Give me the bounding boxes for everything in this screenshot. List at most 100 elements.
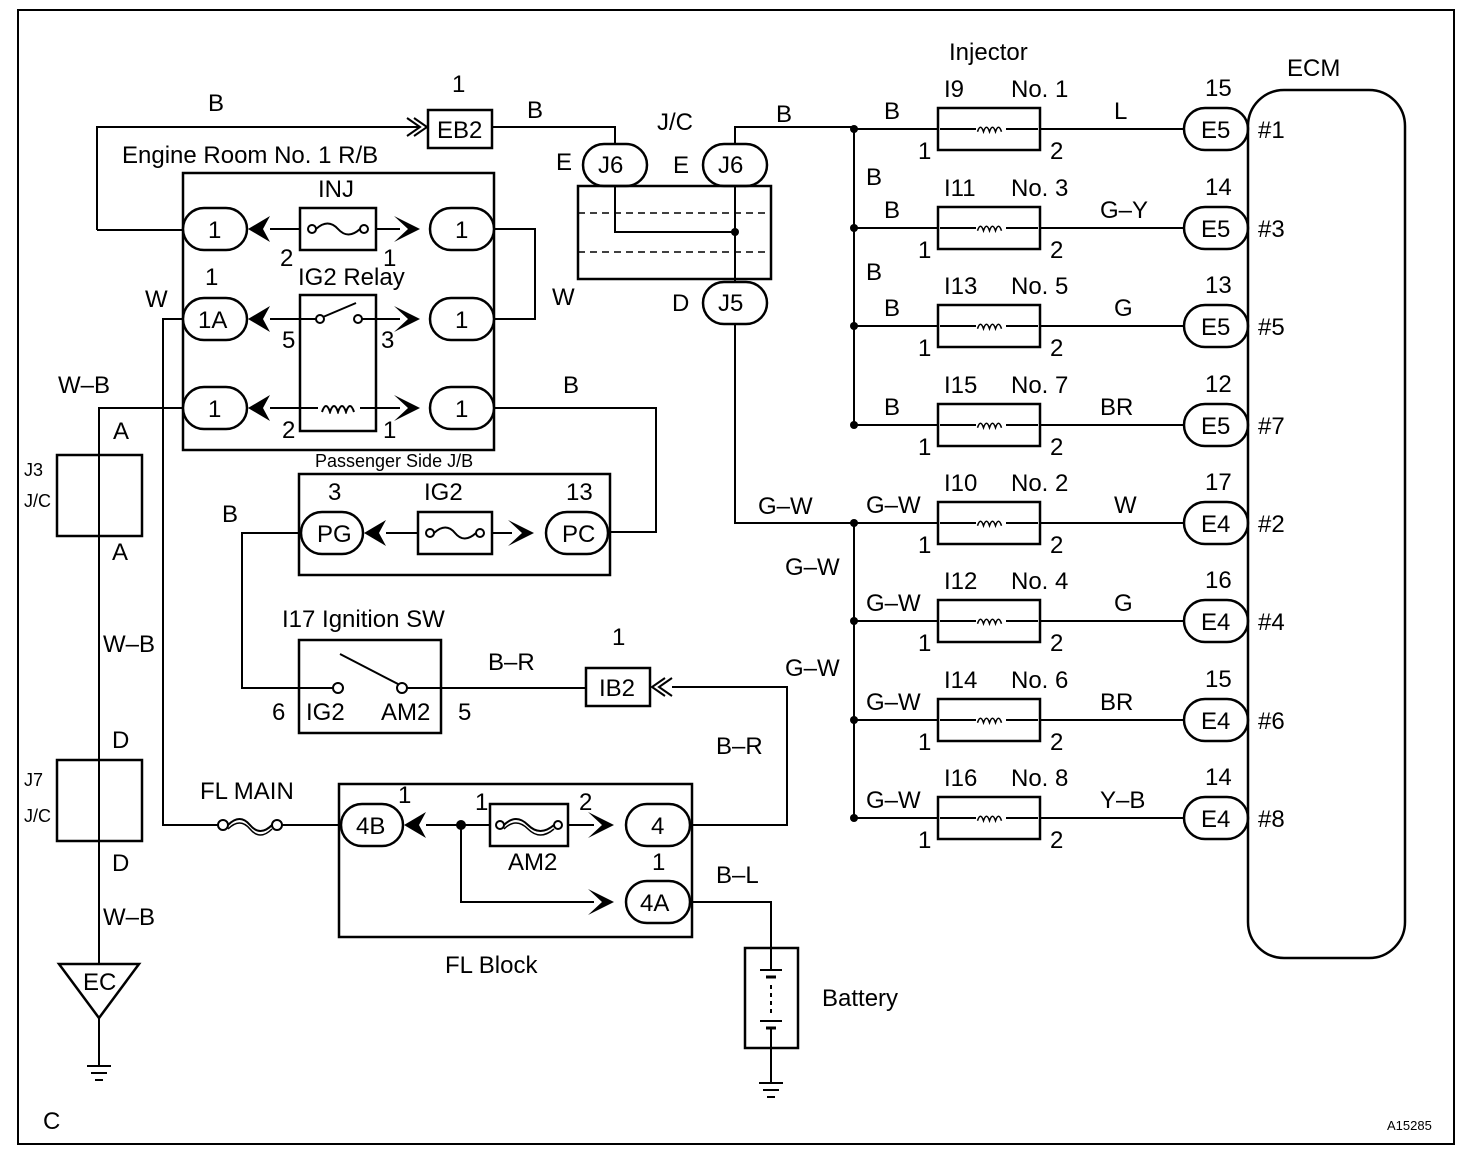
injector-label: Injector	[949, 39, 1028, 66]
ib2-connector	[584, 666, 652, 708]
injector-output-wire-color: G	[1114, 295, 1133, 322]
injector-pin-2: 2	[1050, 827, 1063, 854]
injector-number: No. 2	[1011, 470, 1068, 497]
injector-number: No. 5	[1011, 273, 1068, 300]
wire-color-b: B	[222, 501, 238, 528]
injector-row-cyl-3: B I11 No. 3 1 2 G–Y 14 E5 #3	[850, 174, 1285, 264]
injector-connector-id: I15	[944, 372, 977, 399]
wire-color-b: B	[563, 372, 579, 399]
ecm-box	[1246, 88, 1407, 960]
injector-number: No. 8	[1011, 765, 1068, 792]
wire-color-w-b: W–B	[103, 631, 155, 658]
injector-pin-1: 1	[918, 729, 931, 756]
rb-conn-left-1-label: 1	[208, 217, 221, 244]
fb-conn-4-label: 4	[651, 813, 664, 840]
injector-connector-id: I14	[944, 667, 977, 694]
injector-row-cyl-2: G–W I10 No. 2 1 2 W 17 E4 #2	[850, 469, 1285, 559]
eb2-label: EB2	[437, 117, 482, 144]
jc-box	[576, 184, 773, 281]
am2-pin-2: 2	[579, 789, 592, 816]
corner-label: C	[43, 1108, 60, 1135]
ecm-pin-number: 15	[1205, 75, 1232, 102]
injector-row-cyl-7: B I15 No. 7 1 2 BR 12 E5 #7	[850, 371, 1285, 461]
injector-pin-1: 1	[918, 532, 931, 559]
wire-color-b: B	[208, 90, 224, 117]
fb-conn-4b	[339, 802, 405, 848]
ig2-fuse-label: IG2	[424, 479, 463, 506]
wire-color-b-r: B–R	[488, 649, 535, 676]
ignition-sw-pin-6: 6	[272, 699, 285, 726]
injector-input-wire-color: B	[884, 197, 900, 224]
j6-right-label: J6	[718, 152, 743, 179]
ecm-cylinder-terminal: #7	[1258, 413, 1285, 440]
ecm-connector-label: E5	[1201, 117, 1230, 144]
ecm-connector-label: E4	[1201, 806, 1230, 833]
wire-color-b-r: B–R	[716, 733, 763, 760]
injector-pin-1: 1	[918, 630, 931, 657]
relay-coil-pin-1: 1	[383, 417, 396, 444]
rb-conn-right-2	[428, 296, 496, 342]
j7-connector	[55, 758, 144, 843]
j3-jc-label: J/C	[24, 491, 51, 511]
rb-conn-right-2-label: 1	[455, 307, 468, 334]
fb-conn-4b-label: 4B	[356, 813, 385, 840]
injector-input-wire-color: G–W	[866, 492, 921, 519]
injector-number: No. 1	[1011, 76, 1068, 103]
wire-color-g-w: G–W	[785, 554, 840, 581]
injector-pin-2: 2	[1050, 335, 1063, 362]
injector-pin-2: 2	[1050, 434, 1063, 461]
ecm-pin-number: 14	[1205, 174, 1232, 201]
injector-connector-id: I13	[944, 273, 977, 300]
j7-label: J7	[24, 770, 43, 790]
injector-connector-id: I12	[944, 568, 977, 595]
injector-row-cyl-5: B I13 No. 5 1 2 G 13 E5 #5	[850, 272, 1285, 362]
injector-row-cyl-4: G–W I12 No. 4 1 2 G 16 E4 #4	[850, 567, 1285, 657]
injector-output-wire-color: L	[1114, 98, 1127, 125]
j6-left-pin: E	[556, 149, 572, 176]
injector-rows: B I9 No. 1 1 2 L 15 E5 #1 B I11 No. 3 1 …	[850, 75, 1285, 854]
figure-id: A15285	[1387, 1118, 1432, 1133]
j5-pin: D	[672, 290, 689, 317]
j6-right-pin: E	[673, 152, 689, 179]
j7-pin-top: D	[112, 727, 129, 754]
diagram-frame	[17, 9, 1455, 1145]
ib2-pin: 1	[612, 624, 625, 651]
j7-pin-bottom: D	[112, 850, 129, 877]
pc-pin: 13	[566, 479, 593, 506]
ecm-pin-number: 16	[1205, 567, 1232, 594]
j3-pin-top: A	[113, 418, 129, 445]
ignition-sw-pin-5: 5	[458, 699, 471, 726]
fb-conn-4a-label: 4A	[640, 890, 669, 917]
rb-conn-right-3-label: 1	[455, 396, 468, 423]
injector-pin-2: 2	[1050, 138, 1063, 165]
ib2-label: IB2	[599, 675, 635, 702]
rb-conn-left-2-label: 1A	[198, 307, 227, 334]
wire-color-w: W	[552, 284, 575, 311]
injector-row-cyl-8: G–W I16 No. 8 1 2 Y–B 14 E4 #8	[850, 764, 1285, 854]
j3-label: J3	[24, 460, 43, 480]
ecm-cylinder-terminal: #4	[1258, 609, 1285, 636]
inj-pin-right: 1	[383, 245, 396, 272]
eb2-connector	[426, 108, 494, 150]
injector-output-wire-color: BR	[1100, 689, 1133, 716]
pc-label: PC	[562, 521, 595, 548]
wire-color-w-b: W–B	[103, 904, 155, 931]
ecm-connector-label: E4	[1201, 511, 1230, 538]
pg-label: PG	[317, 521, 352, 548]
ecm-connector-label: E4	[1201, 708, 1230, 735]
ecm-cylinder-terminal: #5	[1258, 314, 1285, 341]
ecm-cylinder-terminal: #8	[1258, 806, 1285, 833]
injector-pin-1: 1	[918, 434, 931, 461]
injector-pin-1: 1	[918, 335, 931, 362]
injector-connector-id: I9	[944, 76, 964, 103]
ecm-pin-number: 12	[1205, 371, 1232, 398]
ecm-cylinder-terminal: #3	[1258, 216, 1285, 243]
rb-conn-right-1-label: 1	[455, 217, 468, 244]
fl-block-label: FL Block	[445, 952, 538, 979]
ecm-connector-label: E5	[1201, 216, 1230, 243]
injector-pin-2: 2	[1050, 630, 1063, 657]
inj-fuse-label: INJ	[318, 176, 354, 203]
fl-block-box	[337, 782, 694, 939]
injector-output-wire-color: G	[1114, 590, 1133, 617]
am2-pin-1: 1	[475, 789, 488, 816]
